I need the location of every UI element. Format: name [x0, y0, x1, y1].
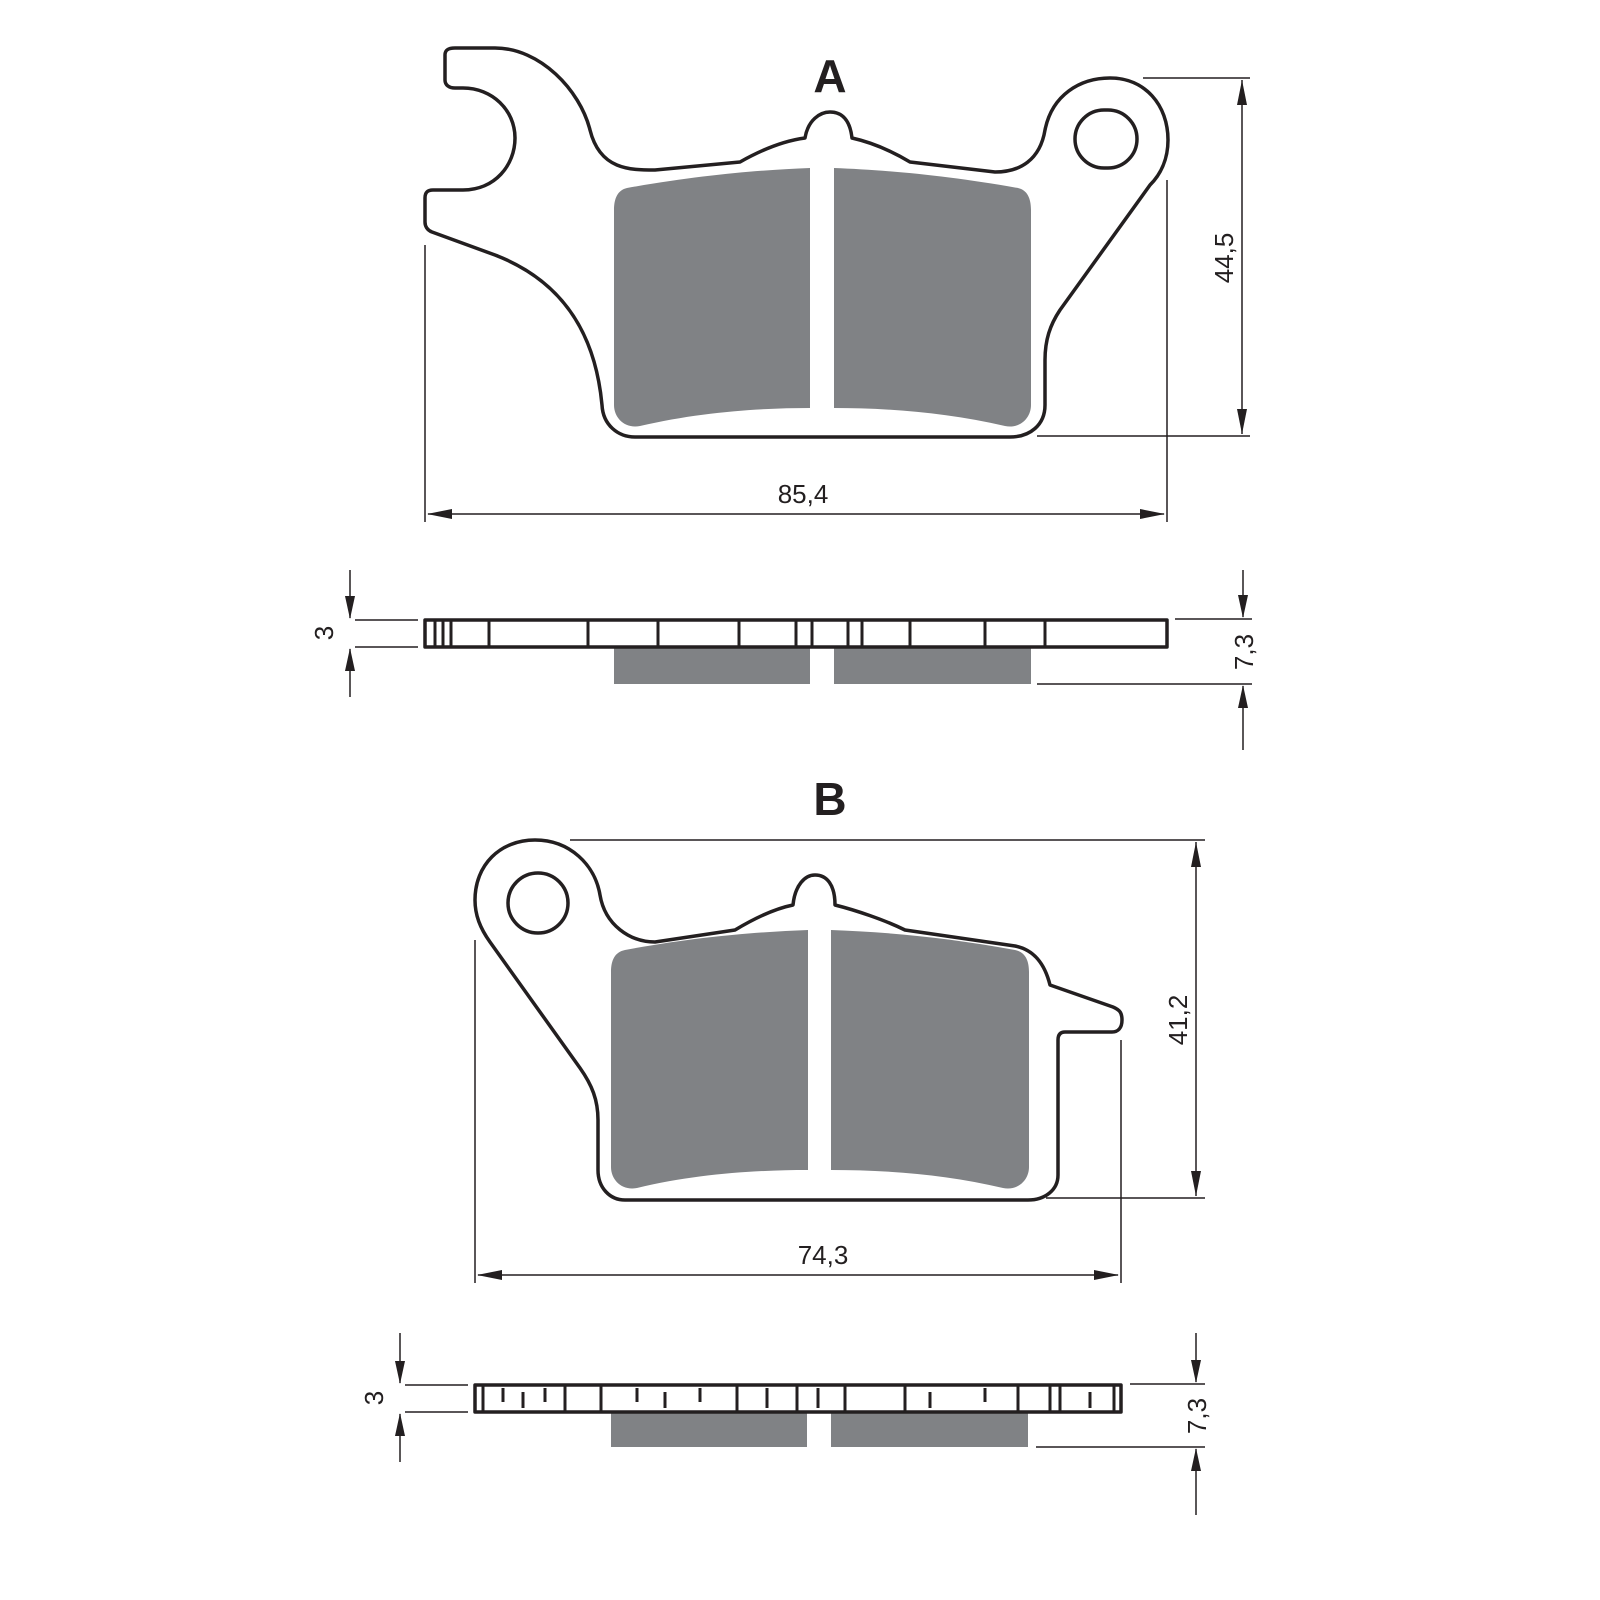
pad-a-friction-right	[834, 168, 1031, 427]
pad-b-friction-left	[611, 930, 808, 1189]
pad-a-side-friction-left	[614, 647, 810, 684]
pad-a-side-view: 3 7,3	[309, 570, 1259, 750]
pad-a-side-friction-right	[834, 647, 1031, 684]
pad-b-width-label: 74,3	[798, 1240, 849, 1270]
pad-b-label: B	[813, 773, 846, 825]
pad-a-label: A	[813, 50, 846, 102]
pad-a-total-thickness-label: 7,3	[1229, 634, 1259, 670]
pad-b-front-view: B 74,3 41,2	[473, 773, 1205, 1283]
pad-b-friction-right	[831, 930, 1029, 1189]
pad-b-mounting-hole	[506, 871, 570, 935]
pad-b-side-view: 3 7,3	[359, 1333, 1212, 1515]
pad-b-height-label: 41,2	[1163, 995, 1193, 1046]
pad-b-total-thickness-label: 7,3	[1182, 1398, 1212, 1434]
pad-a-height-label: 44,5	[1209, 233, 1239, 284]
pad-b-plate-thickness-label: 3	[359, 1391, 389, 1405]
pad-b-side-friction-right	[831, 1412, 1028, 1447]
pad-b-side-friction-left	[611, 1412, 807, 1447]
pad-a-mounting-hole	[1073, 108, 1139, 170]
pad-a-friction-left	[614, 168, 810, 427]
pad-a-front-view: A 85,4 44,5	[423, 46, 1250, 522]
pad-a-width-label: 85,4	[778, 479, 829, 509]
pad-a-plate-thickness-label: 3	[309, 626, 339, 640]
